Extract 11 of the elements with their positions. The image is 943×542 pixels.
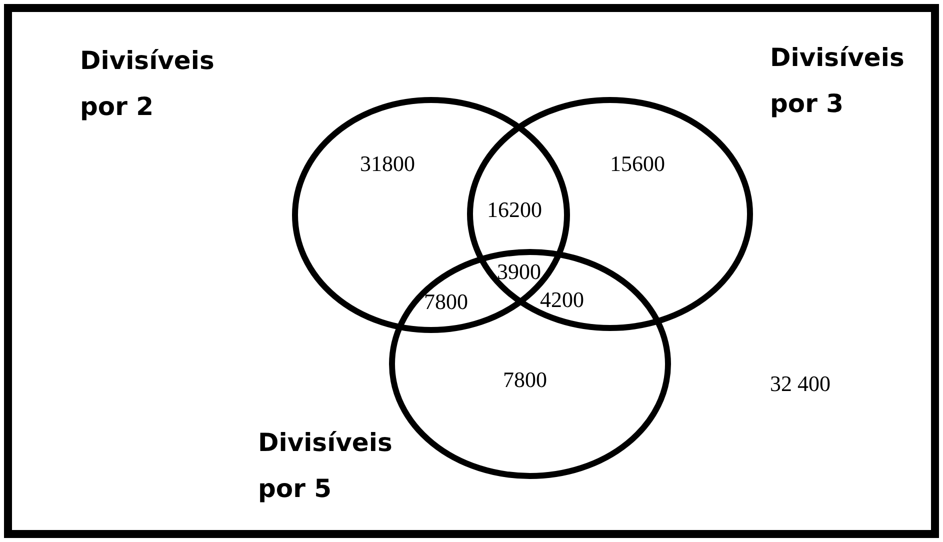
- region-count: 4200: [540, 287, 584, 313]
- set-label: Divisíveis por 3: [770, 42, 906, 120]
- region-count: 32 400: [770, 371, 830, 397]
- region-count: 31800: [360, 151, 415, 177]
- set-label: Divisíveis por 2: [80, 45, 216, 123]
- region-count: 7800: [424, 289, 468, 315]
- region-count: 15600: [610, 151, 665, 177]
- region-count: 16200: [487, 197, 542, 223]
- region-count: 3900: [497, 259, 541, 285]
- region-count: 7800: [503, 367, 547, 393]
- set-label: Divisíveis por 5: [258, 427, 394, 505]
